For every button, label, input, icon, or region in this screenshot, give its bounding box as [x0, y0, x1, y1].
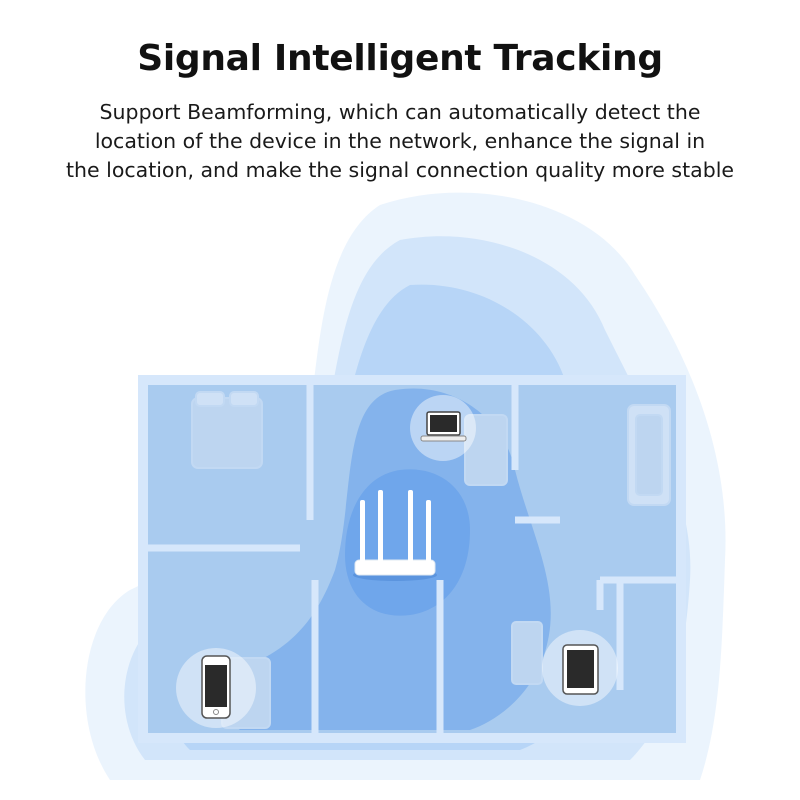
bed-icon — [464, 414, 508, 486]
tablet-icon — [542, 630, 618, 706]
signal-focus-area — [345, 469, 470, 616]
sofa-icon — [627, 404, 671, 506]
desk-icon — [511, 621, 543, 685]
page-title: Signal Intelligent Tracking — [137, 38, 663, 79]
description-line-1: Support Beamforming, which can automatic… — [99, 100, 701, 124]
inner-walls — [148, 380, 676, 733]
bed-icon — [191, 391, 263, 469]
smartphone-icon — [176, 648, 256, 728]
walls — [138, 375, 686, 743]
feature-description: Support Beamforming, which can automatic… — [40, 98, 760, 185]
description-line-2: location of the device in the network, e… — [94, 129, 706, 153]
description-line-3: the location, and make the signal connec… — [65, 158, 735, 182]
laptop-icon — [410, 395, 476, 461]
router-icon — [353, 490, 437, 581]
